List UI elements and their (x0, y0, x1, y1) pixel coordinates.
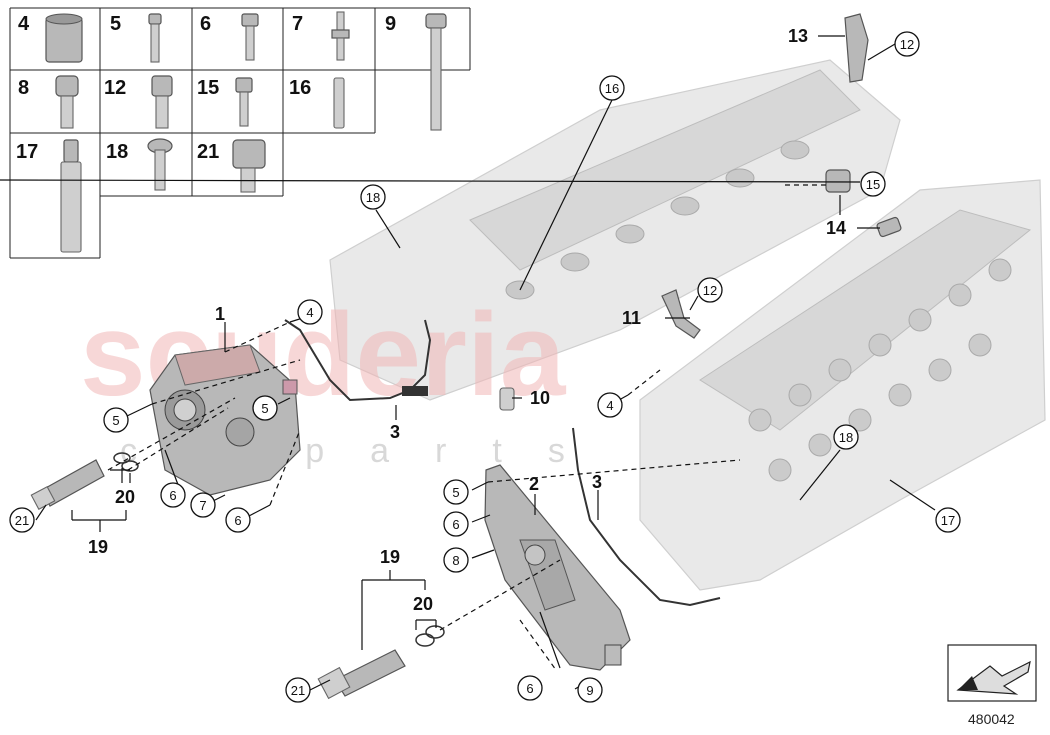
fasteners-grid: 4 5 6 7 9 8 12 15 16 17 18 21 (9, 7, 471, 259)
sensor-14 (876, 216, 902, 238)
circle-callout-7: 7 (190, 492, 216, 518)
svg-text:5: 5 (452, 485, 459, 500)
circle-callout-4a: 4 (297, 299, 323, 325)
svg-text:7: 7 (199, 498, 206, 513)
grid-label-15: 15 (197, 77, 219, 99)
callout-20-right: 20 (413, 594, 433, 614)
bushing-4 (45, 13, 83, 63)
gasket-3-left-clip (402, 386, 428, 396)
leader-lines (0, 35, 936, 691)
circle-callout-6b: 6 (225, 507, 251, 533)
svg-text:5: 5 (112, 413, 119, 428)
bolt-9 (425, 13, 447, 131)
svg-text:6: 6 (526, 681, 533, 696)
circle-callout-17: 17 (935, 507, 961, 533)
grid-label-17: 17 (16, 141, 38, 163)
callout-3-right: 3 (592, 472, 602, 492)
circle-callout-5a: 5 (103, 407, 129, 433)
circle-callout-18a: 18 (360, 184, 386, 210)
callout-20-left: 20 (115, 487, 135, 507)
circle-callout-21a: 21 (9, 507, 35, 533)
callout-11: 11 (622, 308, 641, 328)
diagram-id: 480042 (968, 711, 1015, 727)
circle-callout-9: 9 (577, 677, 603, 703)
pin-16 (333, 77, 345, 129)
circle-callout-12b: 12 (697, 277, 723, 303)
grid-label-21: 21 (197, 141, 219, 163)
svg-text:8: 8 (452, 553, 459, 568)
grid-label-8: 8 (18, 77, 29, 99)
circle-callout-6a: 6 (160, 482, 186, 508)
circle-callout-5b: 5 (252, 395, 278, 421)
grid-label-9: 9 (385, 13, 396, 35)
svg-text:15: 15 (866, 177, 880, 192)
cover-2 (484, 464, 631, 671)
svg-text:12: 12 (900, 37, 914, 52)
grid-label-5: 5 (110, 13, 121, 35)
circled-callouts: 4 4 5 5 5 6 6 6 6 7 8 9 12 12 15 16 17 1… (9, 31, 961, 703)
bolt-15 (235, 77, 253, 127)
circle-callout-5c: 5 (443, 479, 469, 505)
callout-19-right: 19 (380, 547, 400, 567)
grid-label-4: 4 (18, 13, 30, 35)
svg-text:6: 6 (169, 488, 176, 503)
circle-callout-12a: 12 (894, 31, 920, 57)
sleeve-10 (499, 387, 515, 411)
bolt-21 (232, 139, 266, 193)
circle-callout-18b: 18 (833, 424, 859, 450)
callout-3-left: 3 (390, 422, 400, 442)
sensor-15 (825, 169, 851, 193)
circle-callout-8: 8 (443, 547, 469, 573)
svg-text:18: 18 (366, 190, 380, 205)
callout-13: 13 (788, 26, 808, 46)
callout-2: 2 (529, 474, 539, 494)
bolt-12 (151, 75, 173, 129)
callout-10: 10 (530, 388, 550, 408)
svg-text:18: 18 (839, 430, 853, 445)
svg-text:17: 17 (941, 513, 955, 528)
svg-text:9: 9 (586, 683, 593, 698)
bolt-8 (55, 75, 79, 129)
grid-label-12: 12 (104, 77, 126, 99)
callout-numbers: 1 2 3 3 10 11 13 14 19 19 20 20 (88, 26, 846, 614)
svg-text:16: 16 (605, 81, 619, 96)
svg-text:6: 6 (452, 517, 459, 532)
solenoid-valve-19-left (30, 452, 139, 511)
grid-label-7: 7 (292, 13, 303, 35)
stud-17 (60, 139, 82, 253)
circle-callout-6c: 6 (443, 511, 469, 537)
svg-text:21: 21 (291, 683, 305, 698)
svg-text:12: 12 (703, 283, 717, 298)
solenoid-valve-19-right (317, 625, 445, 700)
bracket-13 (844, 13, 869, 83)
callout-14: 14 (826, 218, 846, 238)
svg-text:6: 6 (234, 513, 241, 528)
bolt-18 (147, 138, 173, 191)
callout-1: 1 (215, 304, 225, 324)
svg-text:4: 4 (306, 305, 313, 320)
circle-callout-6d: 6 (517, 675, 543, 701)
bolt-5 (148, 13, 162, 63)
grid-label-6: 6 (200, 13, 211, 35)
orientation-arrow-icon (947, 644, 1037, 702)
gasket-3-right (572, 427, 721, 607)
bolt-6 (241, 13, 259, 61)
circle-callout-15: 15 (860, 171, 886, 197)
svg-text:5: 5 (261, 401, 268, 416)
stud-7 (331, 11, 350, 61)
bracket-11 (661, 289, 701, 339)
cylinder-head-rear (329, 59, 901, 401)
svg-text:4: 4 (606, 398, 613, 413)
svg-text:21: 21 (15, 513, 29, 528)
callout-19-left: 19 (88, 537, 108, 557)
circle-callout-16: 16 (599, 75, 625, 101)
grid-label-18: 18 (106, 141, 128, 163)
circle-callout-21b: 21 (285, 677, 311, 703)
gasket-3-left (284, 319, 432, 402)
grid-label-16: 16 (289, 77, 311, 99)
cylinder-head-front (639, 179, 1046, 591)
circle-callout-4b: 4 (597, 392, 623, 418)
